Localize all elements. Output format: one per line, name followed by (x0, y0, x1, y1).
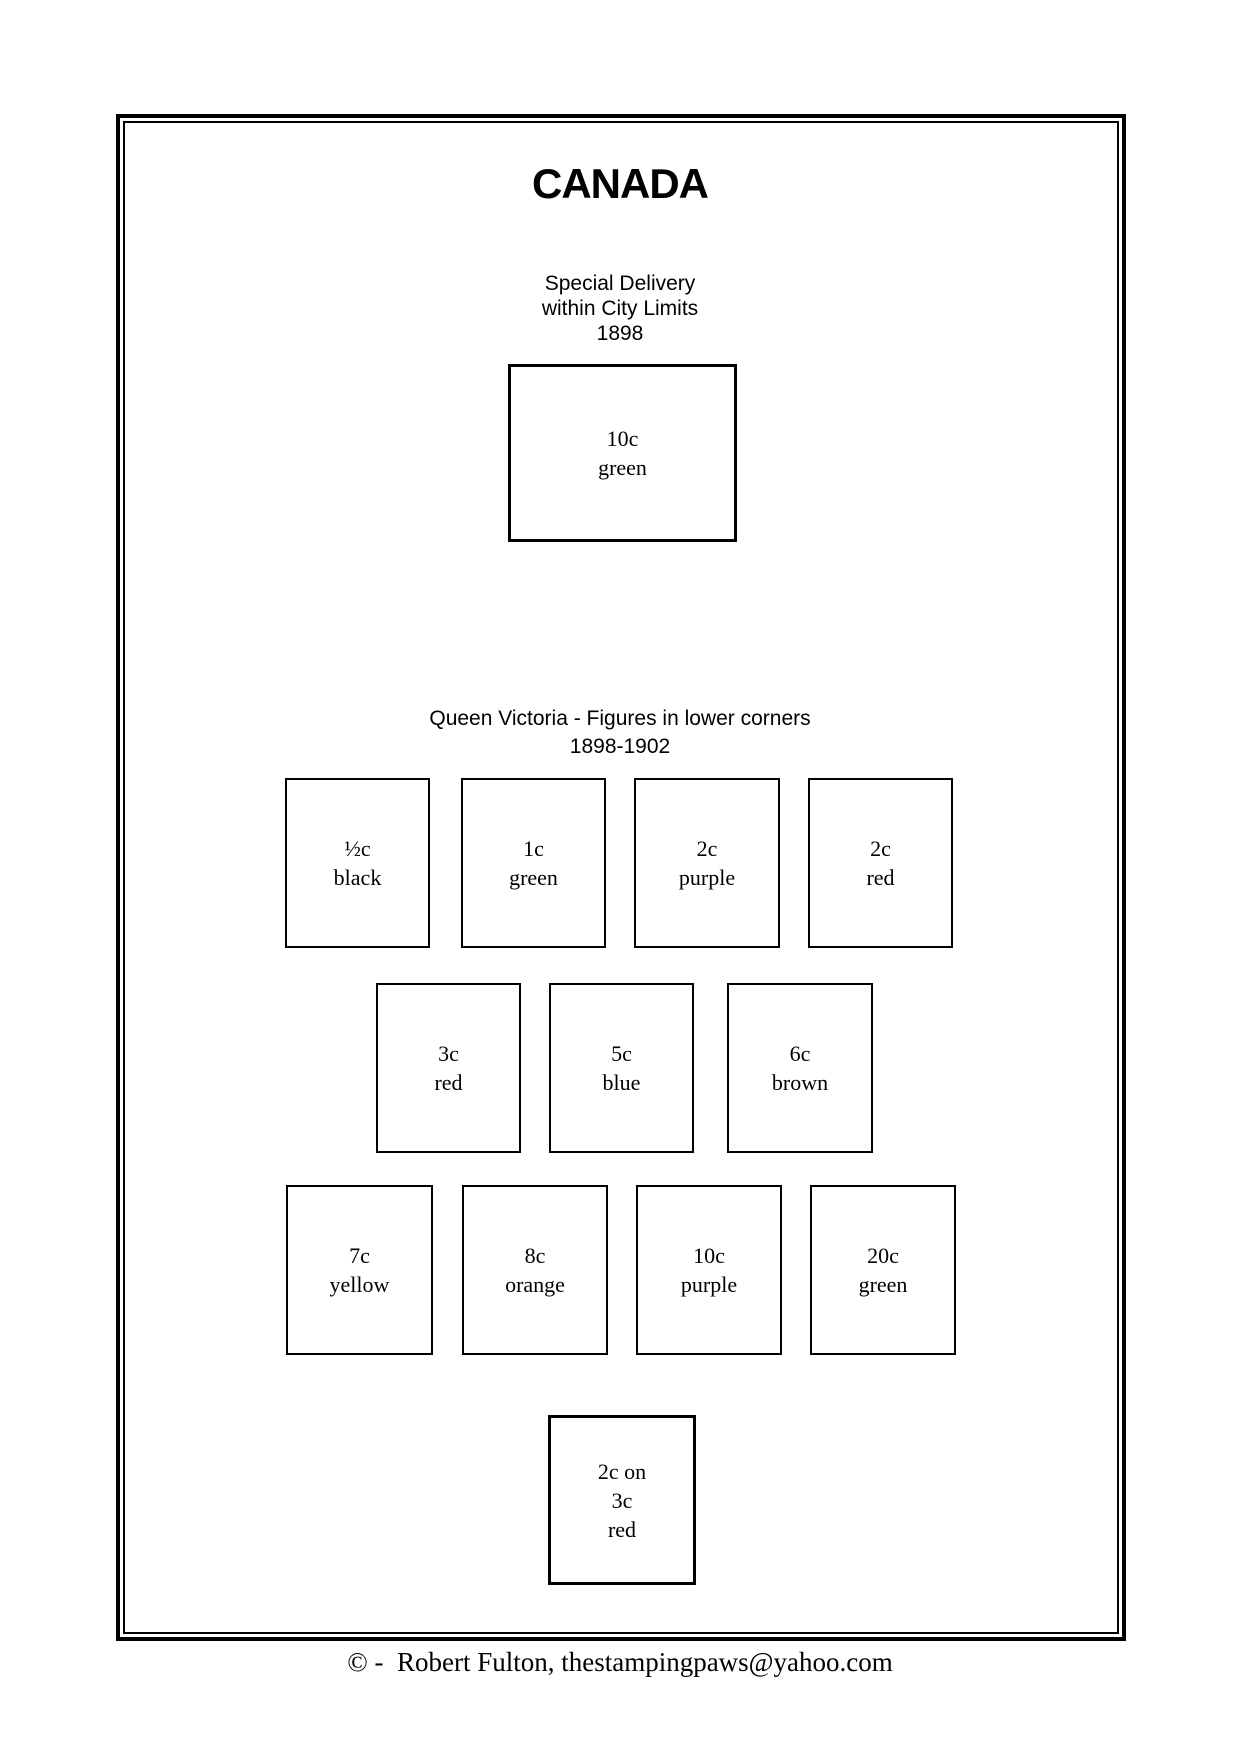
stamp-label: 7c yellow (330, 1241, 390, 1299)
heading-line: 1898 (596, 322, 644, 345)
stamp-denomination: 2c (696, 836, 718, 861)
stamp-color: purple (680, 1272, 738, 1297)
stamp-denomination: ½c (344, 836, 371, 861)
stamp-box-20c-green: 20c green (810, 1185, 956, 1355)
stamp-label: 6c brown (772, 1039, 828, 1097)
stamp-denomination: 10c (693, 1243, 725, 1268)
stamp-box-8c-orange: 8c orange (462, 1185, 608, 1355)
stamp-denomination: 2c (870, 836, 891, 861)
stamp-box-1c-green: 1c green (461, 778, 606, 948)
stamp-denomination: 10c (606, 426, 639, 451)
stamp-label: 10c purple (681, 1241, 737, 1299)
heading-line: within City Limits (541, 297, 699, 320)
stamp-label: ½c black (334, 834, 382, 892)
stamp-box-7c-yellow: 7c yellow (286, 1185, 433, 1355)
stamp-label: 10c green (598, 424, 647, 482)
heading-line: Queen Victoria - Figures in lower corner… (429, 707, 811, 730)
stamp-box-5c-blue: 5c blue (549, 983, 694, 1153)
page-frame-inner-border (123, 121, 1119, 1634)
stamp-color: blue (602, 1070, 641, 1095)
stamp-color: green (598, 455, 647, 480)
heading-line: Special Delivery (544, 272, 696, 295)
stamp-color: red (607, 1516, 637, 1542)
page-title: CANADA (532, 160, 709, 207)
stamp-label: 2c red (866, 834, 894, 892)
stamp-label: 3c red (434, 1039, 462, 1097)
stamp-box-2c-purple: 2c purple (634, 778, 780, 948)
stamp-label: 1c green (509, 834, 558, 892)
stamp-label: 5c blue (603, 1039, 641, 1097)
stamp-color: green (858, 1272, 908, 1297)
footer-copyright-credit: © - Robert Fulton, thestampingpaws@yahoo… (347, 1647, 893, 1677)
stamp-denomination: 1c (523, 836, 544, 861)
section-heading-special-delivery: Special Delivery within City Limits 1898 (0, 271, 1240, 346)
stamp-box-2c-red: 2c red (808, 778, 953, 948)
stamp-label: 20c green (859, 1241, 908, 1299)
stamp-denomination: 8c (524, 1243, 546, 1268)
stamp-color: orange (505, 1272, 565, 1297)
stamp-color: red (434, 1070, 463, 1095)
stamp-color: purple (678, 865, 736, 890)
stamp-color: red (866, 865, 895, 890)
stamp-denomination: 5c (611, 1041, 632, 1066)
page-frame-outer-border (116, 114, 1126, 1641)
stamp-denomination: 6c (789, 1041, 811, 1066)
stamp-label: 2c on 3c red (598, 1457, 646, 1544)
stamp-denomination: 3c (438, 1041, 459, 1066)
stamp-denomination: 20c (867, 1243, 899, 1268)
heading-line: 1898-1902 (569, 735, 671, 758)
stamp-color: yellow (329, 1272, 390, 1297)
stamp-label: 2c purple (679, 834, 735, 892)
stamp-color: green (509, 865, 558, 890)
stamp-box-halfc-black: ½c black (285, 778, 430, 948)
section-heading-queen-victoria: Queen Victoria - Figures in lower corner… (0, 705, 1240, 761)
stamp-denomination: 7c (349, 1243, 370, 1268)
stamp-color: brown (771, 1070, 829, 1095)
stamp-box-3c-red: 3c red (376, 983, 521, 1153)
stamp-denomination: 3c (611, 1487, 633, 1513)
stamp-box-10c-purple: 10c purple (636, 1185, 782, 1355)
stamp-box-10c-green-special-delivery: 10c green (508, 364, 737, 542)
stamp-label: 8c orange (505, 1241, 565, 1299)
stamp-surcharge: 2c on (597, 1458, 647, 1484)
stamp-box-6c-brown: 6c brown (727, 983, 873, 1153)
stamp-box-2c-on-3c-red: 2c on 3c red (548, 1415, 696, 1585)
stamp-color: black (333, 865, 382, 890)
